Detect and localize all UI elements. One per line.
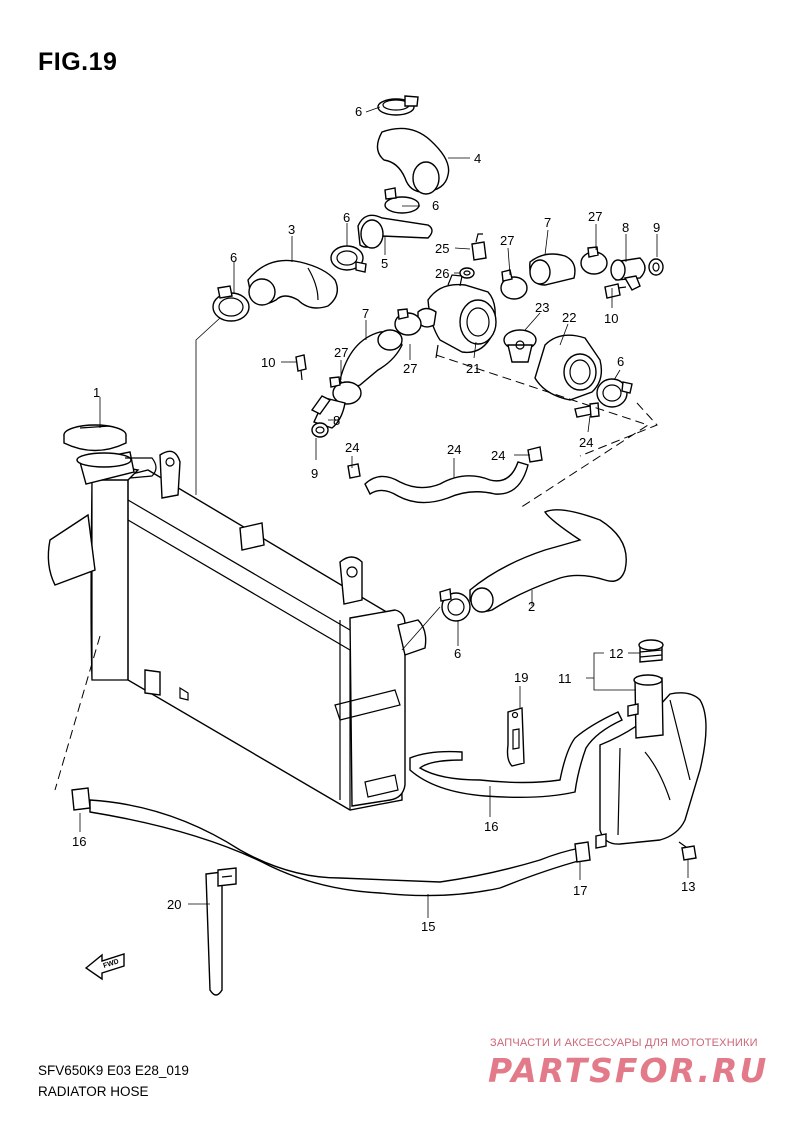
hose-part-15 — [409, 711, 623, 799]
leader-lines — [79, 106, 689, 918]
callout-2: 2 — [528, 599, 535, 614]
clamp-6-c — [330, 245, 367, 273]
callout-24: 24 — [345, 440, 359, 455]
hose-part-7-left — [339, 329, 403, 389]
hose-part-4 — [376, 127, 450, 195]
callout-13: 13 — [681, 879, 695, 894]
callout-7: 7 — [362, 306, 369, 321]
clamp-6-f — [439, 588, 471, 622]
pipe-8-left — [310, 395, 346, 429]
radiator — [47, 424, 427, 811]
clamp-16-b — [574, 841, 591, 863]
callout-17: 19 — [514, 670, 528, 685]
callout-10: 10 — [604, 311, 618, 326]
callout-19: 21 — [466, 361, 480, 376]
clamp-18 — [205, 867, 237, 996]
callout-6: 6 — [617, 354, 624, 369]
callout-5: 5 — [381, 256, 388, 271]
callout-1: 1 — [93, 385, 100, 400]
oring-9-left — [311, 422, 329, 438]
sensor-25 — [471, 233, 487, 261]
callout-11: 11 — [558, 671, 572, 686]
bolt-10-right — [604, 283, 627, 299]
hose-part-2 — [469, 509, 627, 613]
reservoir-tank-11 — [595, 674, 707, 849]
clamp-6-e — [596, 378, 633, 408]
hose-part-14 — [89, 799, 583, 897]
callout-10: 10 — [261, 355, 275, 370]
clamp-27-d — [329, 376, 362, 405]
callout-25: 25 — [435, 241, 449, 256]
callout-9: 9 — [653, 220, 660, 235]
oring-9-right — [648, 258, 664, 276]
clamp-6-d — [212, 285, 250, 322]
callout-14: 15 — [421, 919, 435, 934]
callout-27: 27 — [334, 345, 348, 360]
hose-part-7-right — [529, 253, 576, 286]
bolt-13 — [678, 841, 697, 861]
section-name: RADIATOR HOSE — [38, 1084, 149, 1099]
callout-6: 6 — [230, 250, 237, 265]
callout-15: 16 — [484, 819, 498, 834]
callout-22: 24 — [579, 435, 593, 450]
clamp-6-b — [384, 187, 420, 214]
watermark-tagline: ЗАПЧАСТИ И АКСЕССУАРЫ ДЛЯ МОТОТЕХНИКИ — [490, 1037, 758, 1049]
callout-4: 4 — [474, 151, 481, 166]
clamp-27-b — [580, 246, 608, 275]
cover-20 — [534, 334, 603, 401]
fwd-arrow-icon: FWD — [84, 953, 125, 981]
model-code: SFV650K9 E03 E28_019 — [38, 1063, 189, 1078]
svg-text:FWD: FWD — [102, 958, 119, 970]
bolt-10-left — [295, 354, 307, 381]
callout-numbers: 6 4 6 6 5 3 6 1 25 26 27 7 27 8 9 10 23 … — [72, 104, 695, 934]
callout-27: 27 — [500, 233, 514, 248]
figure-title: FIG.19 — [38, 48, 118, 76]
callout-18: 20 — [167, 897, 181, 912]
callout-3: 3 — [288, 222, 295, 237]
callout-20: 22 — [562, 310, 576, 325]
callout-9: 9 — [311, 466, 318, 481]
callout-27: 27 — [403, 361, 417, 376]
clamp-24-a — [347, 463, 361, 479]
callout-23: 24 — [447, 442, 461, 457]
fwd-label: FWD — [102, 958, 119, 970]
callout-16: 17 — [573, 883, 587, 898]
watermark-logo: PARTSFOR.RU — [488, 1051, 769, 1090]
pipe-8-right — [610, 257, 646, 291]
callout-6: 6 — [343, 210, 350, 225]
callout-26: 26 — [435, 266, 449, 281]
callout-7: 7 — [544, 215, 551, 230]
callout-8: 8 — [622, 220, 629, 235]
hose-part-3 — [247, 259, 338, 309]
thermostat-21 — [503, 329, 537, 363]
callout-21: 23 — [535, 300, 549, 315]
callout-6: 6 — [355, 104, 362, 119]
cap-12 — [638, 639, 664, 663]
thermostat-housing-19 — [417, 274, 497, 359]
hose-part-23 — [364, 461, 529, 504]
callout-16: 16 — [72, 834, 86, 849]
fitting-part-5 — [357, 214, 433, 249]
washer-26 — [459, 267, 475, 279]
clamp-24-b — [527, 446, 543, 463]
bolt-22 — [574, 402, 600, 418]
clamp-27-a — [500, 269, 528, 300]
callout-24: 24 — [491, 448, 505, 463]
dashed-connectors — [54, 317, 658, 791]
callout-6: 6 — [432, 198, 439, 213]
callout-6: 6 — [454, 646, 461, 661]
callout-12: 12 — [609, 646, 623, 661]
clamp-16-a — [71, 787, 91, 811]
clamp-6-top — [377, 95, 419, 116]
bracket-17 — [506, 707, 525, 767]
clamp-27-c — [394, 308, 422, 336]
callout-8: 8 — [333, 413, 340, 428]
callout-27: 27 — [588, 209, 602, 224]
